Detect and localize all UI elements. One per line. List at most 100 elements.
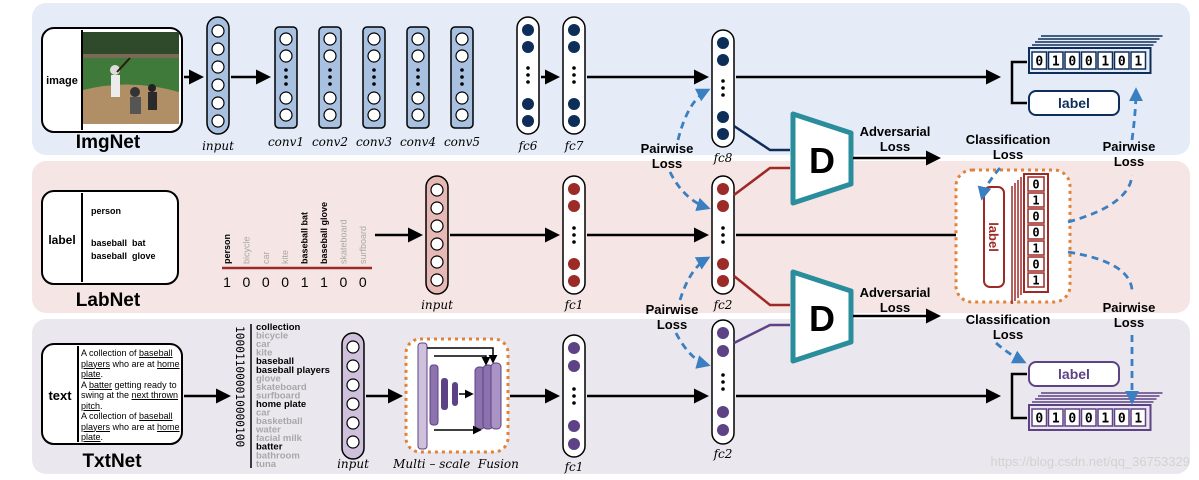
txt-vocab-word: facial milk — [256, 433, 303, 444]
img-label-fc7: fc7 — [564, 139, 584, 153]
img-hash-bit: 0 — [1035, 55, 1043, 70]
txt-hash-bit: 0 — [1035, 412, 1043, 427]
pair-loss-mid-top-2: Loss — [652, 156, 682, 171]
disc-bot-lab-line — [733, 275, 790, 307]
txtnet-title: TxtNet — [82, 451, 142, 472]
adv-loss-top-1: Adversarial — [860, 124, 931, 139]
lab-binary-digit: 0 — [243, 274, 251, 290]
img-hash-bracket — [1010, 60, 1027, 105]
baseball-photo — [83, 32, 179, 124]
txt-vocab-word: car — [256, 339, 271, 350]
lab-vocab-word: person — [222, 234, 232, 264]
pair-loss-mid-bot-1: Pairwise — [646, 302, 699, 317]
lab-hash-bit: 1 — [1032, 274, 1039, 288]
pair-loss-right-top-1: Pairwise — [1103, 139, 1156, 154]
pair-loss-mid-bot-2: Loss — [657, 317, 687, 332]
lab-label-input: input — [421, 298, 453, 312]
img-label-conv1: conv1 — [268, 135, 304, 149]
adv-loss-top-2: Loss — [880, 139, 910, 154]
discriminator-bottom: D — [790, 269, 854, 364]
discriminator-top: D — [790, 111, 854, 206]
txt-fc2-layer — [711, 319, 735, 445]
txt-hash-bit: 0 — [1068, 412, 1076, 427]
disc-bot-txt-line — [733, 323, 790, 345]
txt-hash-bracket — [1010, 372, 1027, 420]
lab-binary-digit: 0 — [281, 274, 289, 290]
img-label-box — [1028, 90, 1120, 116]
lab-fc2-layer — [711, 175, 735, 295]
lab-input-layer — [425, 175, 449, 295]
txt-vocab-word: surfboard — [256, 390, 301, 401]
txt-bow-code: 100011000010000100 — [233, 326, 246, 448]
txt-hash-bit: 1 — [1134, 412, 1142, 427]
img-hash-bit: 0 — [1068, 55, 1076, 70]
lab-vocab-word: surfboard — [358, 226, 368, 264]
txt-label-text: label — [1058, 366, 1090, 382]
lab-vocab-word: baseball bat — [300, 212, 310, 264]
class-loss-bot-2: Loss — [993, 327, 1023, 342]
class-loss-top-2: Loss — [993, 147, 1023, 162]
class-loss-top-1: Classification — [966, 132, 1051, 147]
txt-vocab-word: bathroom — [256, 450, 300, 461]
pair-loss-right-top-2: Loss — [1114, 154, 1144, 169]
labnet-panel — [32, 161, 1190, 313]
lab-vocab-word: kite — [280, 250, 290, 264]
txt-hash-bit: 0 — [1118, 412, 1126, 427]
txt-hash-bit: 1 — [1101, 412, 1109, 427]
image-input-label: image — [46, 75, 78, 87]
conv3-layer — [362, 26, 386, 129]
lab-vocab-word: skateboard — [338, 219, 348, 264]
img-layer-labels: input conv1 conv2 conv3 conv4 conv5 fc6 … — [202, 135, 733, 165]
conv4-layer — [406, 26, 430, 129]
adv-loss-bot-1: Adversarial — [860, 285, 931, 300]
label-input-box — [41, 190, 179, 285]
txt-vocab-word: skateboard — [256, 382, 307, 393]
disc-top-img-line — [733, 124, 790, 152]
img-label-input: input — [202, 139, 234, 153]
txt-vocab-word: home plate — [256, 399, 306, 410]
txt-fc1-layer — [562, 334, 586, 458]
lab-output-box — [954, 168, 1072, 304]
imgnet-title: ImgNet — [76, 132, 141, 153]
lab-output-label-text: label — [986, 222, 1001, 252]
adv-loss-bot-2: Loss — [880, 300, 910, 315]
lab-hash-bit: 1 — [1032, 194, 1039, 208]
img-label-fc8: fc8 — [713, 151, 733, 165]
class-loss-bot-1: Classification — [966, 312, 1051, 327]
pair-loss-right-bot-2: Loss — [1114, 315, 1144, 330]
txt-vocab-word: tuna — [256, 459, 277, 470]
lab-layer-labels: input fc1 fc2 — [421, 298, 732, 312]
img-label-conv4: conv4 — [400, 135, 436, 149]
lab-label-fc2: fc2 — [713, 298, 733, 312]
img-hash-bit: 0 — [1085, 55, 1093, 70]
lab-hash-bit: 0 — [1032, 210, 1039, 224]
txt-vocab-word: glove — [256, 373, 281, 384]
img-hash-bit: 0 — [1118, 55, 1126, 70]
img-fc6-layer — [516, 16, 540, 135]
lab-box-line-2: baseball bat — [91, 238, 146, 248]
txt-vocab-word: kite — [256, 348, 272, 359]
txt-vocab-word: baseball — [256, 356, 294, 367]
txt-vocab-word: car — [256, 408, 271, 419]
pair-loss-mid-top-1: Pairwise — [641, 141, 694, 156]
txt-label-box — [1028, 361, 1120, 387]
img-label-conv5: conv5 — [444, 135, 480, 149]
lab-vocab-word: bicycle — [241, 236, 251, 264]
txt-label-fc1: fc1 — [564, 460, 584, 474]
img-fc7-layer — [562, 16, 586, 135]
txt-label-input: input — [337, 457, 369, 471]
lab-binary-digit: 1 — [320, 274, 328, 290]
txt-vocab-word: baseball players — [256, 365, 330, 376]
lab-binary-digit: 0 — [359, 274, 367, 290]
lab-binary-digit: 1 — [301, 274, 309, 290]
txt-label-fusion: Multi – scale Fusion — [392, 457, 519, 471]
img-label-fc6: fc6 — [518, 139, 538, 153]
pair-loss-right-bot-1: Pairwise — [1103, 300, 1156, 315]
lab-vocab-word: car — [261, 251, 271, 264]
img-hash-bit: 1 — [1052, 55, 1060, 70]
